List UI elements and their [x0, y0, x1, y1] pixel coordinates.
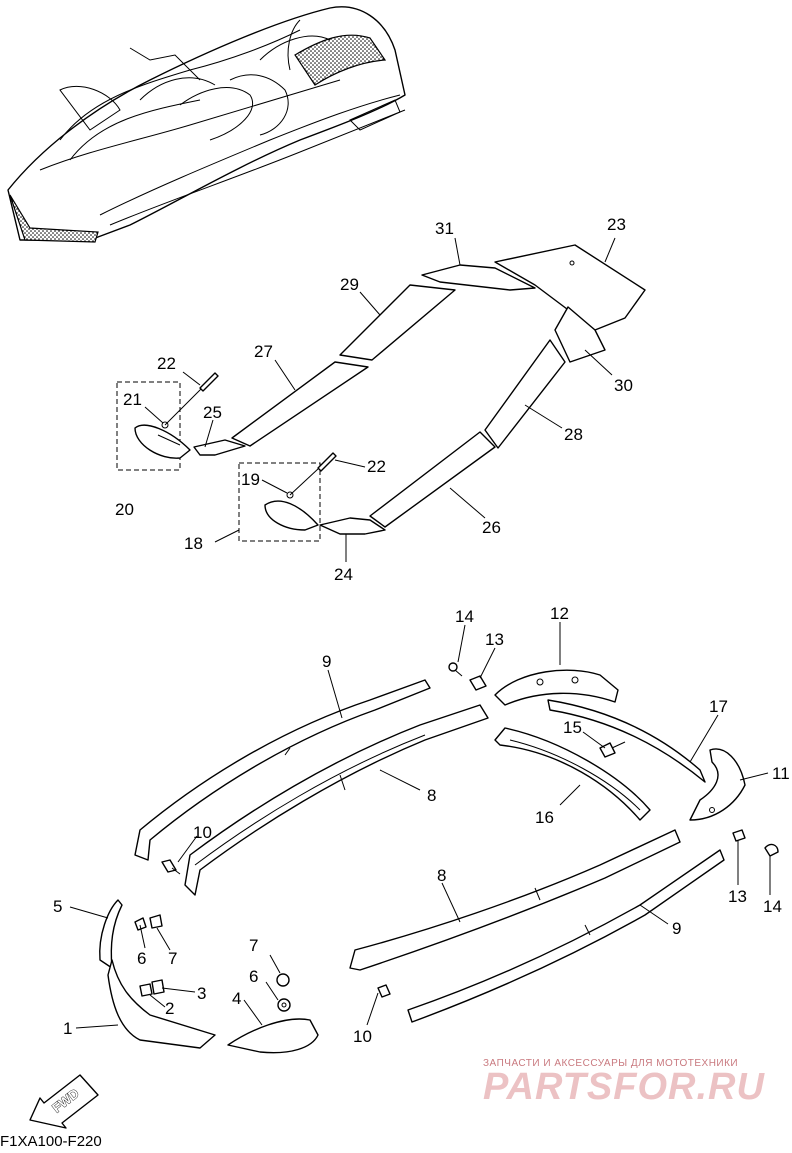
bracket-part-21: [134, 424, 191, 459]
rivet-part-22a: [199, 372, 219, 392]
label-part-7b: 7: [249, 936, 258, 955]
rails-and-guards-group: [29, 662, 779, 1129]
label-part-21: 21: [123, 390, 142, 409]
label-part-26: 26: [482, 518, 501, 537]
rail-part-8-lower: [349, 829, 681, 971]
label-part-31: 31: [435, 219, 454, 238]
rail-part-12: [494, 669, 619, 706]
label-part-8: 8: [427, 786, 436, 805]
label-part-17: 17: [709, 697, 728, 716]
guard-part-1: [107, 959, 216, 1049]
label-part-23: 23: [607, 215, 626, 234]
label-part-15: 15: [563, 718, 582, 737]
part-number-labels: 1 2 3 4 5 6 7 6 7 8 8 9 9 10 10 11 12 13…: [0, 215, 790, 1150]
deck-mats-group: [116, 244, 646, 542]
guard-part-4: [227, 1018, 319, 1054]
mat-part-28: [484, 339, 566, 449]
label-part-19: 19: [241, 470, 260, 489]
label-part-14b: 14: [763, 897, 782, 916]
label-part-11: 11: [772, 764, 790, 783]
label-part-12: 12: [550, 604, 569, 623]
label-part-4: 4: [232, 989, 241, 1008]
label-part-2: 2: [165, 999, 174, 1018]
guard-part-5: [99, 899, 123, 969]
rail-part-17: [547, 699, 706, 783]
rail-part-9-lower: [407, 849, 725, 1023]
label-part-25: 25: [203, 403, 222, 422]
label-part-7: 7: [168, 949, 177, 968]
leader-lines: [69, 237, 771, 1029]
label-part-5: 5: [53, 897, 62, 916]
label-part-18: 18: [184, 534, 203, 553]
guard-part-11: [689, 748, 746, 821]
drawing-code: F1XA100-F220: [0, 1133, 102, 1148]
watermark-subtitle: ЗАПЧАСТИ И АКСЕССУАРЫ ДЛЯ МОТОТЕХНИКИ: [483, 1058, 738, 1069]
label-part-22: 22: [157, 354, 176, 373]
label-part-6b: 6: [249, 967, 258, 986]
rail-part-8-upper: [184, 704, 489, 896]
watermark: ЗАПЧАСТИ И АКСЕССУАРЫ ДЛЯ МОТОТЕХНИКИ PA…: [483, 1058, 765, 1108]
mat-part-30: [554, 306, 606, 363]
label-part-8b: 8: [437, 866, 446, 885]
label-part-29: 29: [340, 275, 359, 294]
label-part-3: 3: [197, 984, 206, 1003]
label-part-9b: 9: [672, 919, 681, 938]
label-part-28: 28: [564, 425, 583, 444]
watercraft-illustration: [7, 6, 406, 243]
mat-part-25: [193, 439, 246, 456]
label-part-13: 13: [485, 630, 504, 649]
rail-part-16: [494, 727, 651, 821]
label-part-22b: 22: [367, 457, 386, 476]
mat-part-27: [231, 361, 369, 447]
rivet-part-22b: [317, 452, 337, 472]
rail-part-9-upper: [134, 679, 431, 861]
mat-part-26: [369, 431, 496, 528]
watermark-brand: PARTSFOR.RU: [483, 1066, 765, 1108]
label-part-1: 1: [63, 1019, 72, 1038]
mat-part-29: [339, 284, 456, 361]
bracket-part-19: [264, 500, 319, 531]
label-part-30: 30: [614, 376, 633, 395]
label-part-10: 10: [193, 823, 212, 842]
label-part-14: 14: [455, 607, 474, 626]
label-part-13b: 13: [728, 887, 747, 906]
label-part-20: 20: [115, 500, 134, 519]
label-part-10b: 10: [353, 1027, 372, 1046]
mat-part-24: [319, 517, 386, 535]
label-part-6: 6: [137, 949, 146, 968]
label-part-16: 16: [535, 808, 554, 827]
mat-part-23: [494, 244, 646, 331]
label-part-24: 24: [334, 565, 353, 584]
fwd-arrow-icon: [29, 1074, 99, 1129]
label-part-27: 27: [254, 342, 273, 361]
label-part-9: 9: [322, 652, 331, 671]
